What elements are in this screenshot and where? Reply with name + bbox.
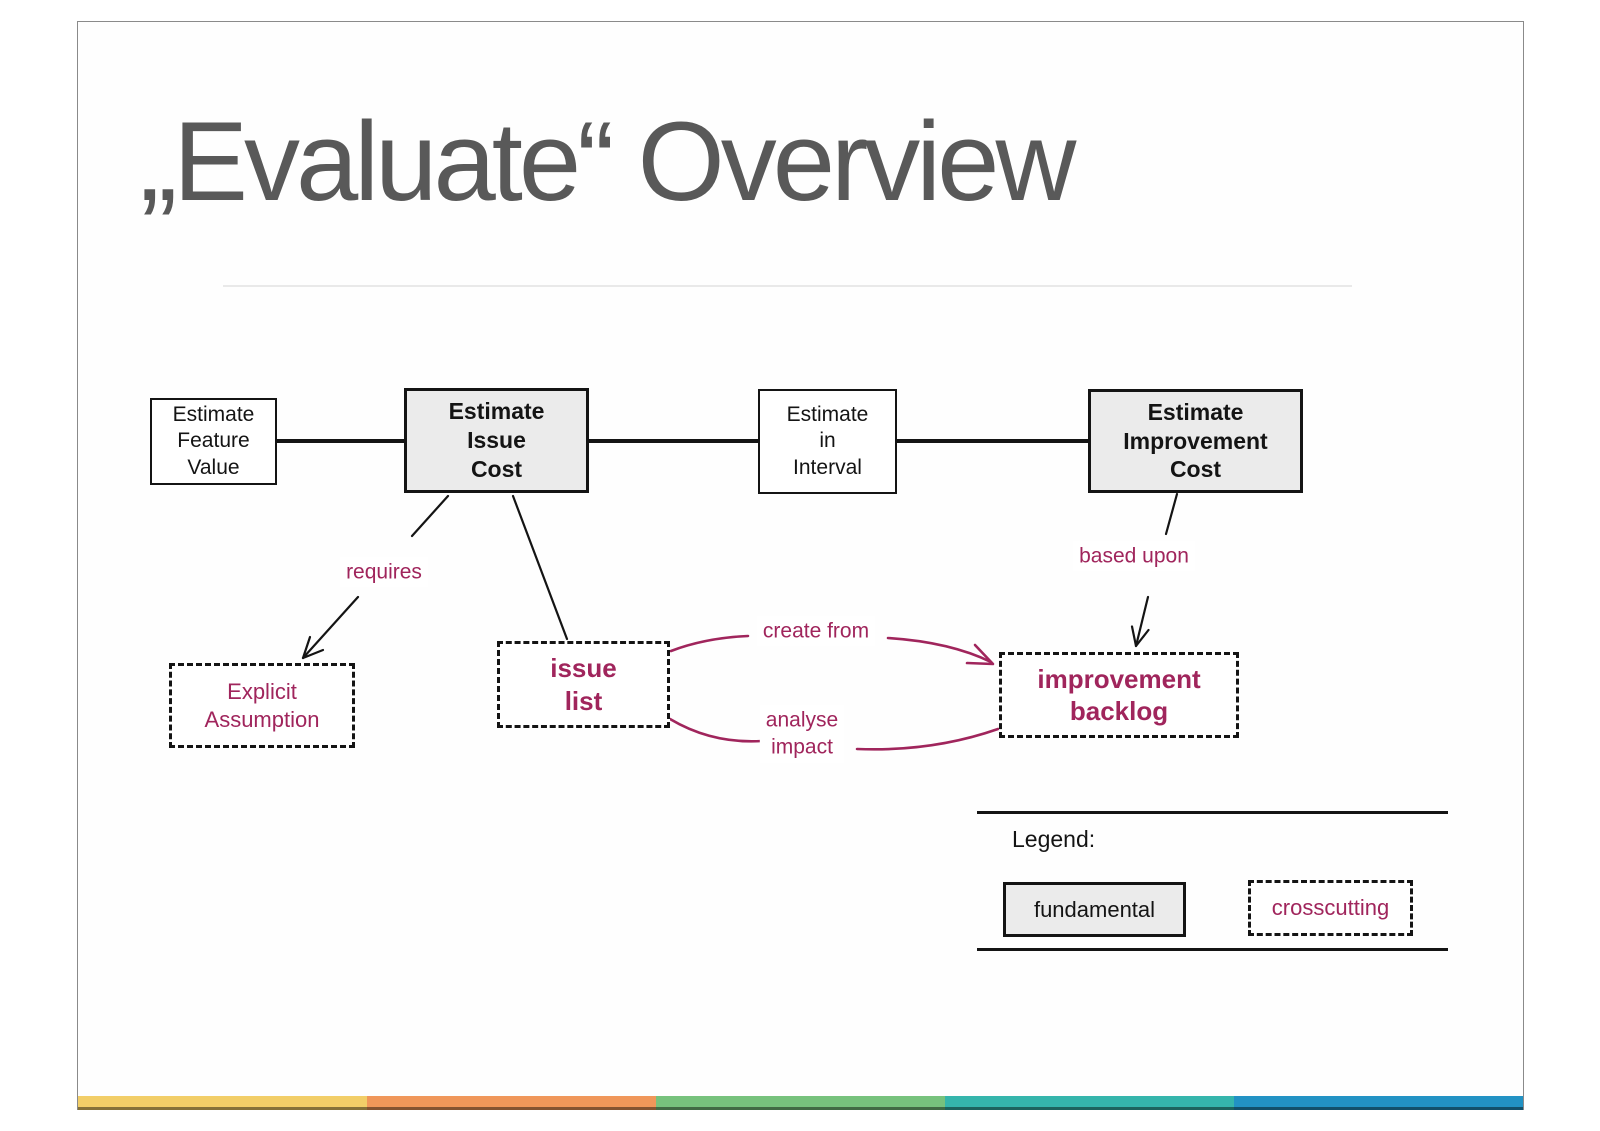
edge-label-analyse-impact: analyse impact <box>759 704 845 764</box>
footer-stripe-segment-blue <box>1234 1096 1523 1110</box>
node-issue-list: issue list <box>497 641 670 728</box>
node-explicit-assumption: Explicit Assumption <box>169 663 355 748</box>
edge-label-requires: requires <box>340 556 428 588</box>
node-improvement-backlog: improvement backlog <box>999 652 1239 738</box>
legend-item-crosscutting: crosscutting <box>1248 880 1413 936</box>
legend-heading: Legend: <box>1012 826 1096 852</box>
slide-title: „Evaluate“ Overview <box>140 99 1076 224</box>
edge-label-based-upon: based upon <box>1073 540 1195 572</box>
node-estimate-issue-cost: Estimate Issue Cost <box>404 388 589 493</box>
footer-stripe-segment-orange <box>367 1096 656 1110</box>
legend-bottom-rule <box>977 948 1448 951</box>
footer-stripe-segment-teal <box>945 1096 1234 1110</box>
footer-stripe-segment-green <box>656 1096 945 1110</box>
node-estimate-in-interval: Estimate in Interval <box>758 389 897 494</box>
legend-item-fundamental: fundamental <box>1003 882 1186 937</box>
node-estimate-feature-value: Estimate Feature Value <box>150 398 277 485</box>
edge-label-create-from: create from <box>756 615 876 647</box>
footer-stripe-segment-yellow <box>78 1096 367 1110</box>
node-estimate-improvement-cost: Estimate Improvement Cost <box>1088 389 1303 493</box>
title-separator-line <box>223 285 1352 287</box>
footer-color-stripe <box>78 1096 1523 1110</box>
legend-top-rule <box>977 811 1448 814</box>
